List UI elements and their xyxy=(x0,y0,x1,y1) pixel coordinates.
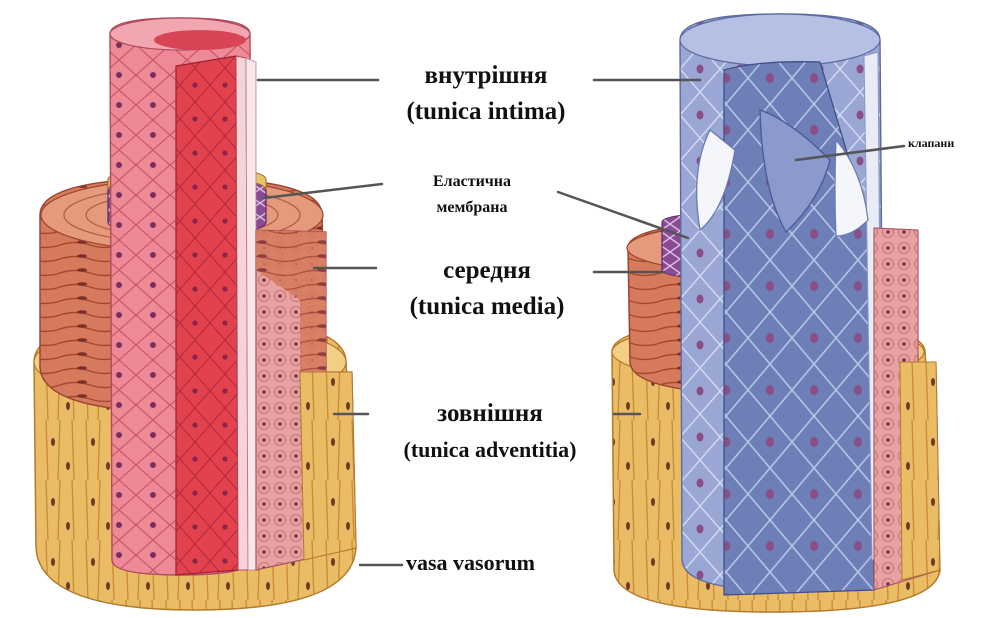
artery-lumen-cut xyxy=(176,56,256,575)
label-media-ukr: середня xyxy=(382,255,592,287)
artery-illustration xyxy=(34,18,356,610)
label-elastic-line2: мембрана xyxy=(392,198,552,218)
label-adventitia-ukr: зовнішня xyxy=(384,398,596,430)
label-intima-ukr: внутрішня xyxy=(378,60,594,92)
leader-elastic-right xyxy=(558,192,688,238)
vein-illustration xyxy=(612,14,940,612)
label-intima-latin: (tunica intima) xyxy=(370,96,602,128)
label-valves: клапани xyxy=(908,136,988,150)
label-media-latin: (tunica media) xyxy=(372,291,602,323)
label-adventitia-latin: (tunica adventitia) xyxy=(372,436,608,464)
label-elastic-line1: Еластична xyxy=(392,172,552,192)
label-vasa-vasorum: vasa vasorum xyxy=(406,549,586,577)
vein-wall-cross-section xyxy=(874,228,940,590)
artery-wall-cross-section xyxy=(256,230,356,570)
